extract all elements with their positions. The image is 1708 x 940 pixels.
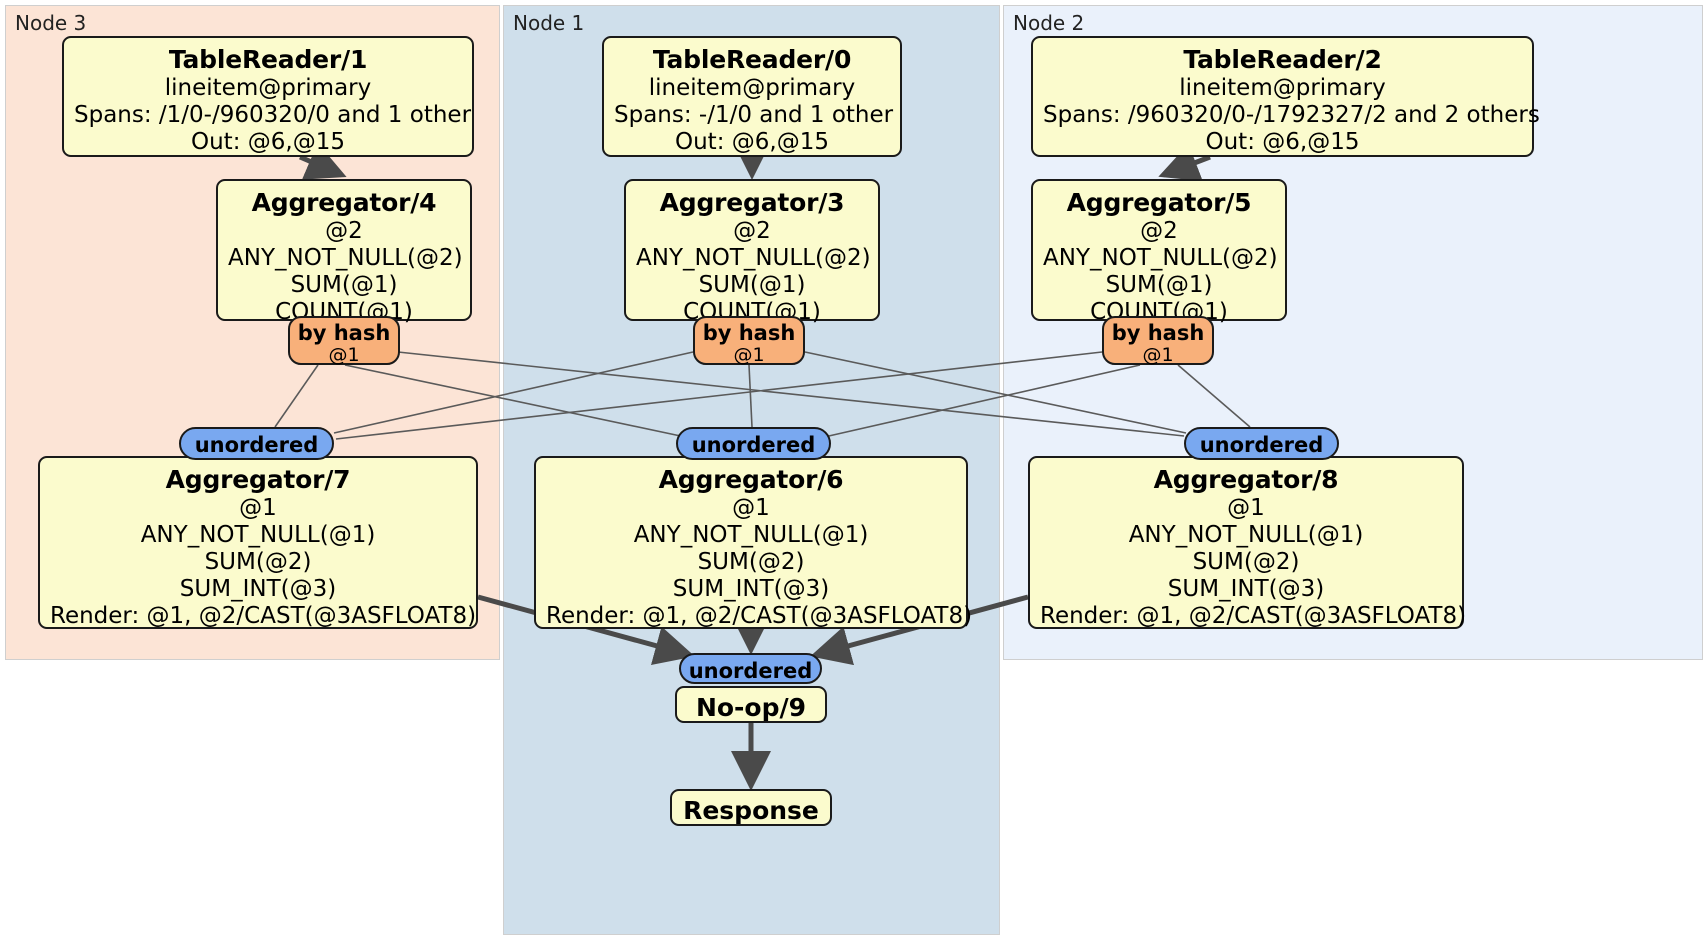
processor-title: TableReader/1 [168,45,368,74]
unordered-synchronizer-unordered7[interactable]: unordered [179,427,334,460]
hash-badge-label: by hash [702,321,796,345]
processor-title: No-op/9 [695,693,807,722]
hash-badge-label: by hash [1111,321,1205,345]
edge-hash5-to-unordered6 [819,364,1141,439]
hash-router-badge-hash4[interactable]: by hash@1 [288,316,400,366]
unordered-synchronizer-unordered6[interactable]: unordered [676,427,831,460]
edge-hash4-to-unordered7 [274,364,319,428]
processor-response[interactable]: Response [670,789,832,826]
edge-hash5-to-unordered7 [335,351,1103,440]
processor-detail-line: Spans: -/1/0 and 1 other [614,102,894,128]
processor-detail-line: @1 [1227,495,1265,521]
unordered-badge-label: unordered [691,433,816,457]
processor-detail-line: SUM_INT(@3) [1167,576,1325,602]
edge-hash5-to-unordered8 [1177,364,1251,428]
processor-detail-line: Spans: /1/0-/960320/0 and 1 other [74,102,472,128]
processor-detail-line: ANY_NOT_NULL(@2) [1043,245,1278,271]
processor-detail-line: lineitem@primary [648,75,856,101]
processor-detail-line: ANY_NOT_NULL(@1) [140,522,376,548]
unordered-badge-label: unordered [688,659,813,683]
processor-title: TableReader/2 [1183,45,1382,74]
processor-title: Aggregator/7 [165,465,351,494]
processor-title: Response [683,796,819,825]
hash-badge-column: @1 [1142,344,1174,366]
unordered-synchronizer-unordered8[interactable]: unordered [1184,427,1339,460]
processor-detail-line: Out: @6,@15 [675,129,829,155]
processor-detail-line: @1 [239,495,277,521]
hash-badge-column: @1 [733,344,765,366]
processor-detail-line: SUM_INT(@3) [179,576,337,602]
processor-detail-line: @1 [732,495,770,521]
hash-badge-column: @1 [328,344,360,366]
processor-detail-line: SUM(@2) [204,549,312,575]
processor-detail-line: lineitem@primary [164,75,372,101]
processor-detail-line: ANY_NOT_NULL(@2) [228,245,463,271]
edge-tablereader2-to-aggregator5 [1158,143,1211,182]
processor-detail-line: lineitem@primary [1179,75,1386,101]
node-panel-label: Node 3 [15,11,87,35]
processor-detail-line: Render: @1, @2/CAST(@3ASFLOAT8) [1040,603,1467,629]
unordered-badge-label: unordered [1199,433,1324,457]
processor-detail-line: SUM(@1) [698,272,806,298]
processor-detail-line: Out: @6,@15 [191,129,345,155]
processor-detail-line: SUM(@2) [697,549,805,575]
processor-detail-line: SUM(@2) [1192,549,1300,575]
processor-title: Aggregator/3 [659,188,845,217]
processor-title: Aggregator/8 [1153,465,1339,494]
hash-router-badge-hash5[interactable]: by hash@1 [1102,316,1214,366]
processor-detail-line: SUM(@1) [1105,272,1213,298]
processor-title: Aggregator/6 [658,465,844,494]
edge-hash3-to-unordered6 [748,364,753,428]
edge-hash4-to-unordered8 [397,351,1185,437]
processor-detail-line: @2 [733,218,771,244]
processor-detail-line: Spans: /960320/0-/1792327/2 and 2 others [1043,102,1540,128]
processor-title: Aggregator/4 [251,188,437,217]
hash-router-badge-hash3[interactable]: by hash@1 [693,316,805,366]
processor-title: TableReader/0 [652,45,852,74]
processor-detail-line: ANY_NOT_NULL(@1) [1128,522,1364,548]
processor-detail-line: @2 [325,218,363,244]
unordered-badge-label: unordered [194,433,319,457]
processor-detail-line: Render: @1, @2/CAST(@3ASFLOAT8) [50,603,477,629]
unordered-synchronizer-unordered9[interactable]: unordered [679,653,822,684]
processor-title: Aggregator/5 [1066,188,1252,217]
processor-detail-line: Render: @1, @2/CAST(@3ASFLOAT8) [546,603,973,629]
edge-hash4-to-unordered6 [344,364,691,439]
processor-detail-line: SUM(@1) [290,272,398,298]
processor-detail-line: ANY_NOT_NULL(@1) [633,522,869,548]
processor-noop9[interactable]: No-op/9 [675,686,827,723]
edge-tablereader1-to-aggregator4 [299,142,347,180]
processor-detail-line: @2 [1140,218,1178,244]
edge-hash3-to-unordered8 [804,351,1187,434]
processor-detail-line: Out: @6,@15 [1205,129,1360,155]
processor-detail-line: ANY_NOT_NULL(@2) [636,245,871,271]
hash-badge-label: by hash [297,321,391,345]
processor-detail-line: SUM_INT(@3) [672,576,830,602]
edge-hash3-to-unordered7 [333,351,694,434]
node-panel-label: Node 1 [513,11,585,35]
node-panel-label: Node 2 [1013,11,1085,35]
